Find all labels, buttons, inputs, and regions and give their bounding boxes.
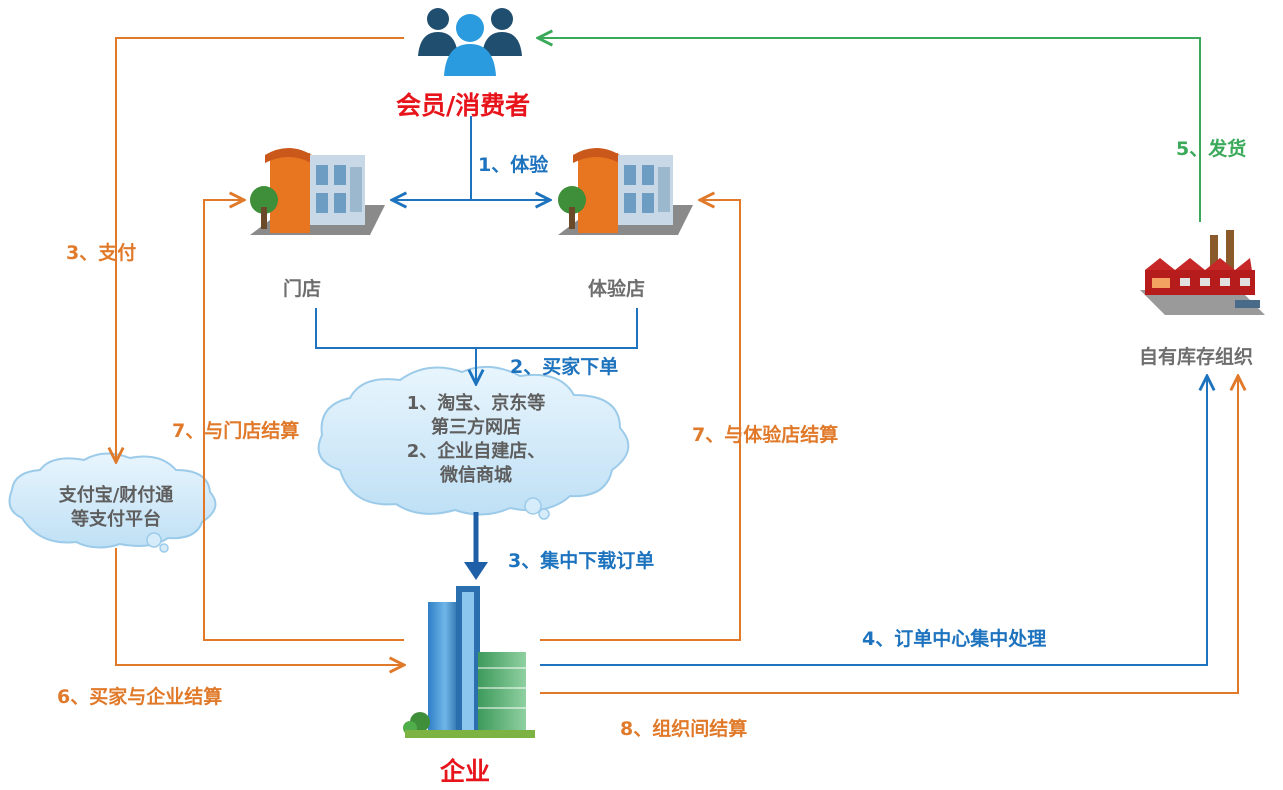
order-center-arrow bbox=[540, 376, 1207, 666]
enterprise-label: 企业 bbox=[440, 757, 491, 786]
platforms-line-2: 第三方网店 bbox=[431, 417, 521, 438]
platforms-line-1: 1、淘宝、京东等 bbox=[406, 393, 546, 414]
store-label: 门店 bbox=[283, 278, 322, 300]
download-orders-arrow bbox=[464, 512, 488, 580]
payment-line-2: 等支付平台 bbox=[71, 509, 161, 530]
buyer-settle-arrow bbox=[115, 548, 404, 665]
step-place-order-label: 2、买家下单 bbox=[510, 356, 619, 378]
org-settle-arrow bbox=[540, 376, 1238, 694]
payment-line-1: 支付宝/财付通 bbox=[58, 485, 174, 506]
platforms-line-4: 微信商城 bbox=[440, 465, 512, 486]
payment-cloud bbox=[8, 452, 217, 553]
experience-arrows bbox=[392, 116, 550, 200]
step-buyer-settle-label: 6、买家与企业结算 bbox=[57, 686, 223, 708]
exp-store-settle-arrow bbox=[540, 200, 741, 641]
factory-icon bbox=[1140, 230, 1265, 315]
store-building-icon bbox=[250, 147, 385, 235]
store-settle-arrow bbox=[203, 200, 404, 641]
step-experience-label: 1、体验 bbox=[478, 154, 549, 176]
platforms-cloud bbox=[317, 365, 630, 520]
experience-store-label: 体验店 bbox=[588, 278, 646, 300]
step-store-settle-label: 7、与门店结算 bbox=[172, 420, 300, 442]
consumer-label: 会员/消费者 bbox=[396, 91, 531, 120]
pay-arrow bbox=[116, 37, 404, 462]
place-order-arrows bbox=[315, 308, 638, 384]
warehouse-label: 自有库存组织 bbox=[1139, 346, 1254, 368]
step-download-orders-label: 3、集中下载订单 bbox=[508, 550, 655, 572]
step-pay-label: 3、支付 bbox=[66, 242, 137, 264]
enterprise-tower-icon bbox=[403, 586, 535, 738]
step-order-center-label: 4、订单中心集中处理 bbox=[862, 628, 1047, 650]
step-exp-store-settle-label: 7、与体验店结算 bbox=[692, 424, 839, 446]
platforms-line-3: 2、企业自建店、 bbox=[406, 441, 546, 462]
experience-store-building-icon bbox=[558, 147, 693, 235]
payment-text: 支付宝/财付通 等支付平台 bbox=[34, 484, 198, 532]
step-org-settle-label: 8、组织间结算 bbox=[620, 718, 748, 740]
people-icon bbox=[418, 8, 522, 76]
platforms-text: 1、淘宝、京东等 第三方网店 2、企业自建店、 微信商城 bbox=[360, 392, 592, 488]
step-ship-label: 5、发货 bbox=[1176, 138, 1247, 160]
ship-arrow bbox=[538, 38, 1201, 222]
